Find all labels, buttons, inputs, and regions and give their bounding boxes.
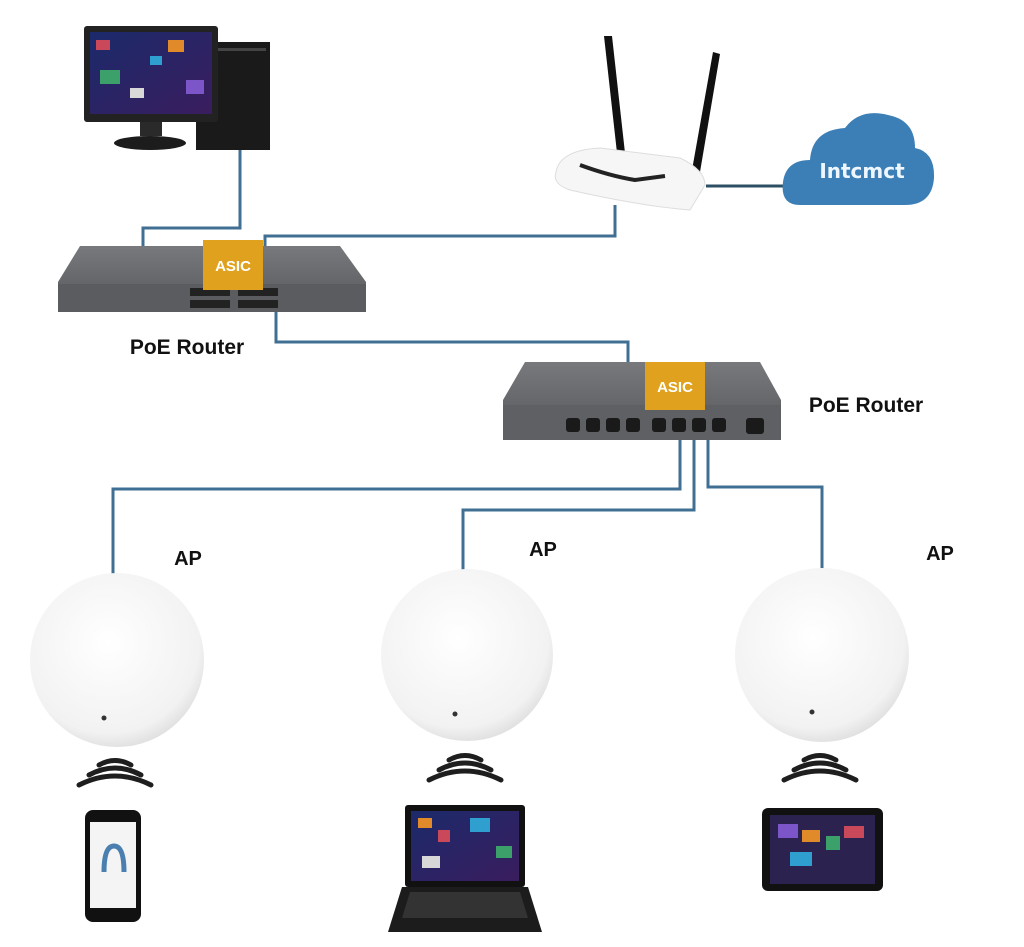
access-point-1: AP (30, 548, 204, 747)
wireless-router-icon (554, 36, 720, 211)
ap-label: AP (174, 548, 202, 570)
cable-switch-router (263, 205, 617, 246)
smartphone-icon (85, 810, 141, 922)
asic-chip (645, 362, 705, 410)
laptop-icon (388, 805, 542, 932)
tablet-icon (762, 808, 883, 891)
cables (111, 150, 824, 575)
cable-ap-2 (461, 440, 696, 570)
cable-switch-switch (274, 312, 630, 362)
wifi-icon (426, 753, 504, 783)
asic-chip (203, 240, 263, 290)
internet-label: Intcmct (819, 159, 905, 183)
poe-router-secondary: ASIC PoE Router (503, 362, 923, 440)
cable-ap-3 (706, 440, 824, 570)
asic-label: ASIC (657, 379, 693, 396)
desktop-computer-icon (84, 26, 270, 150)
wifi-icon (76, 758, 154, 788)
ap-label: AP (926, 543, 954, 565)
switch-secondary-label: PoE Router (809, 394, 923, 417)
ap-label: AP (529, 539, 557, 561)
cable-desktop-switch (141, 150, 242, 246)
poe-router-main: ASIC PoE Router (58, 240, 366, 359)
switch-main-label: PoE Router (130, 336, 244, 359)
asic-label: ASIC (215, 258, 251, 275)
access-point-2: AP (381, 539, 557, 741)
cable-ap-1 (111, 440, 682, 575)
access-point-3: AP (735, 543, 954, 742)
wifi-icon (781, 753, 859, 783)
cloud-icon (782, 113, 935, 205)
internet-cloud: Intcmct (782, 113, 935, 205)
